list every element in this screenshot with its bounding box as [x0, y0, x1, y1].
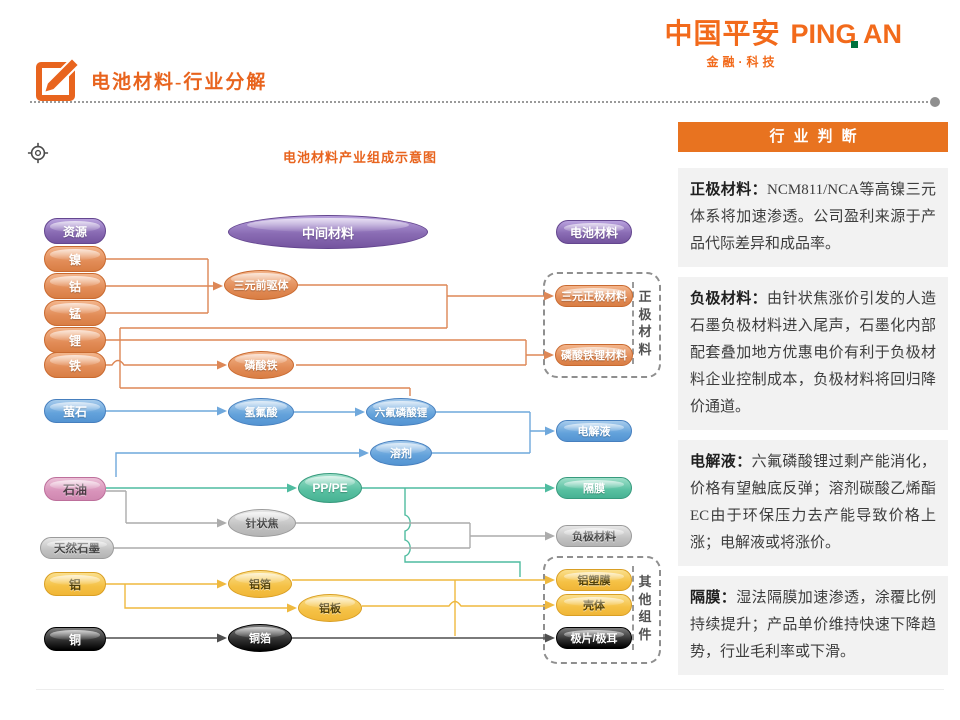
node-fluorite: 萤石	[44, 399, 106, 423]
panel-section-anode: 负极材料：由针状焦涨价引发的人造石墨负极材料进入尾声，石墨化内部配套叠加地方优惠…	[678, 277, 948, 430]
panel-section-body: 六氟磷酸锂过剩产能消化，价格有望触底反弹；溶剂碳酸乙烯酯EC由于环保压力去产能导…	[690, 454, 936, 551]
node-ternary-cathode: 三元正极材料	[555, 285, 633, 307]
logo-cn-text: 中国平安	[664, 19, 781, 50]
dotted-divider	[30, 101, 928, 103]
panel-section-lead: 正极材料：	[690, 182, 768, 198]
pencil-box-icon	[35, 55, 81, 101]
node-lithium: 锂	[44, 327, 106, 353]
other-group-label: 其他组件	[638, 574, 652, 642]
node-anode-material: 负极材料	[556, 525, 632, 547]
logo-en-text: PING AN	[790, 19, 902, 49]
panel-section-electrolyte: 电解液：六氟磷酸锂过剩产能消化，价格有望触底反弹；溶剂碳酸乙烯酯EC由于环保压力…	[678, 440, 948, 566]
node-separator: 隔膜	[556, 477, 632, 499]
node-cobalt: 钴	[44, 273, 106, 299]
panel-section-cathode: 正极材料：NCM811/NCA等高镍三元体系将加速渗透。公司盈利来源于产品代际差…	[678, 168, 948, 267]
cathode-group-label: 正极材料	[638, 289, 652, 357]
node-intermediate-header: 中间材料	[228, 215, 428, 249]
logo-green-square	[851, 41, 858, 48]
node-electrolyte: 电解液	[556, 420, 632, 442]
node-hydrofluoric-acid: 氢氟酸	[228, 398, 294, 426]
node-copper: 铜	[44, 627, 106, 651]
panel-section-body: 由针状焦涨价引发的人造石墨负极材料进入尾声，石墨化内部配套叠加地方优惠电价有利于…	[690, 291, 936, 415]
panel-section-lead: 电解液：	[690, 454, 752, 470]
other-group-box	[543, 556, 661, 664]
diagram-caption: 电池材料产业组成示意图	[282, 150, 437, 165]
node-aluminum-foil: 铝箔	[228, 570, 292, 598]
node-lfp-material: 磷酸铁锂材料	[555, 344, 633, 366]
logo-subtitle: 金融·科技	[706, 55, 779, 69]
panel-title: 行业判断	[678, 122, 948, 152]
cathode-group-box	[543, 272, 661, 378]
panel-section-body: 湿法隔膜加速渗透，涂覆比例持续提升；产品单价维持快速下降趋势，行业毛利率或下滑。	[690, 590, 936, 660]
bottom-hairline	[36, 689, 944, 690]
node-casing: 壳体	[556, 594, 632, 616]
node-needle-coke: 针状焦	[228, 509, 296, 537]
node-resources-header: 资源	[44, 218, 106, 244]
node-petroleum: 石油	[44, 477, 106, 501]
pingan-logo: 中国平安 PING AN 金融·科技	[664, 12, 902, 70]
panel-section-lead: 负极材料：	[690, 291, 767, 307]
node-solvent: 溶剂	[370, 440, 432, 466]
divider-end-dot	[930, 97, 940, 107]
node-natural-graphite: 天然石墨	[40, 537, 114, 559]
panel-section-separator: 隔膜：湿法隔膜加速渗透，涂覆比例持续提升；产品单价维持快速下降趋势，行业毛利率或…	[678, 576, 948, 675]
other-group-divider	[632, 566, 634, 650]
node-electrode-tab: 极片/极耳	[556, 627, 632, 649]
node-lipf6: 六氟磷酸锂	[366, 398, 436, 426]
node-battery-header: 电池材料	[556, 220, 632, 244]
node-iron: 铁	[44, 352, 106, 378]
node-manganese: 锰	[44, 300, 106, 326]
node-aluminum: 铝	[44, 572, 106, 596]
panel-section-lead: 隔膜：	[690, 590, 737, 606]
node-iron-phosphate: 磷酸铁	[228, 351, 294, 379]
panel-section-body: NCM811/NCA等高镍三元体系将加速渗透。公司盈利来源于产品代际差异和成品率…	[690, 182, 936, 252]
crosshair-icon	[27, 142, 49, 164]
node-pp-pe: PP/PE	[298, 473, 362, 503]
node-aluminum-plate: 铝板	[298, 594, 362, 622]
page-title: 电池材料-行业分解	[91, 72, 268, 93]
node-al-plastic-film: 铝塑膜	[556, 569, 632, 591]
cathode-group-divider	[632, 282, 634, 364]
node-ternary-precursor: 三元前驱体	[224, 270, 298, 300]
node-nickel: 镍	[44, 246, 106, 272]
node-copper-foil: 铜箔	[228, 624, 292, 652]
